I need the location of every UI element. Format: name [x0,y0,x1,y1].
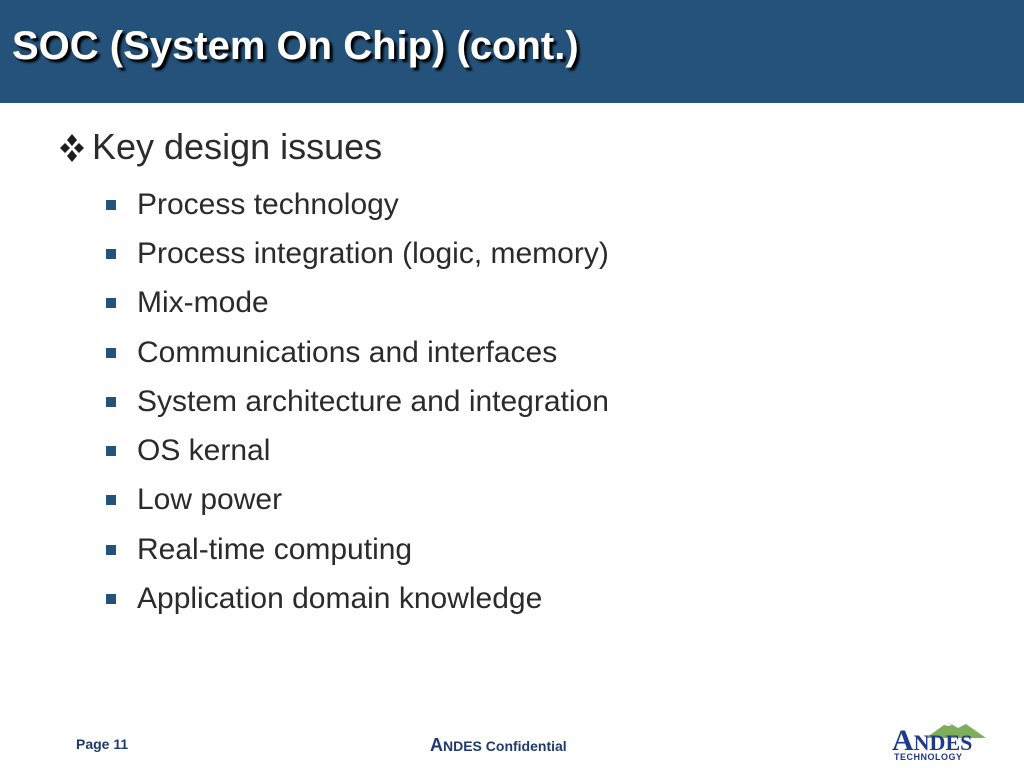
confidential-label: ANDES Confidential [430,735,567,756]
list-item: Real-time computing [106,525,609,574]
square-bullet-icon [106,544,116,555]
list-item: Low power [106,476,609,525]
square-bullet-icon [106,298,116,309]
main-bullet-text: Key design issues [92,126,383,167]
square-bullet-icon [106,396,116,407]
list-item-text: Real-time computing [137,532,413,566]
square-bullet-icon [106,446,116,457]
list-item-text: System architecture and integration [137,384,609,418]
slide-title: SOC (System On Chip) (cont.) [12,24,579,68]
logo-word-rest: NDES [913,730,973,755]
title-bar: SOC (System On Chip) (cont.) [0,0,1024,103]
main-bullet: Key design issues [56,126,382,168]
list-item-text: Process integration (logic, memory) [137,236,609,270]
list-item: OS kernal [106,426,609,475]
list-item: Communications and interfaces [106,328,609,377]
page-number: Page 11 [76,736,129,752]
diamond-bullet-icon [60,134,84,162]
list-item-text: Mix-mode [137,286,269,320]
mountain-logo-icon [926,722,986,738]
square-bullet-icon [106,495,116,506]
square-bullet-icon [106,199,116,210]
logo-wordmark: ANDES [892,724,972,758]
list-item-text: OS kernal [137,434,271,468]
square-bullet-icon [106,594,116,605]
list-item: Application domain knowledge [106,574,609,623]
confidential-initial: A [430,735,443,755]
logo-tagline: TECHNOLOGY [894,752,963,762]
square-bullet-icon [106,347,116,358]
confidential-text: NDES Confidential [443,738,567,754]
list-item: Mix-mode [106,279,609,328]
list-item-text: Low power [137,483,283,517]
list-item-text: Application domain knowledge [137,582,543,616]
list-item: Process integration (logic, memory) [106,229,609,278]
square-bullet-icon [106,248,116,259]
list-item-text: Communications and interfaces [137,335,558,369]
logo-letter-a: A [892,724,914,757]
andes-logo: ANDES TECHNOLOGY [886,718,988,766]
list-item: Process technology [106,180,609,229]
list-item-text: Process technology [137,187,399,221]
list-item: System architecture and integration [106,377,609,426]
sub-bullet-list: Process technology Process integration (… [106,180,609,624]
